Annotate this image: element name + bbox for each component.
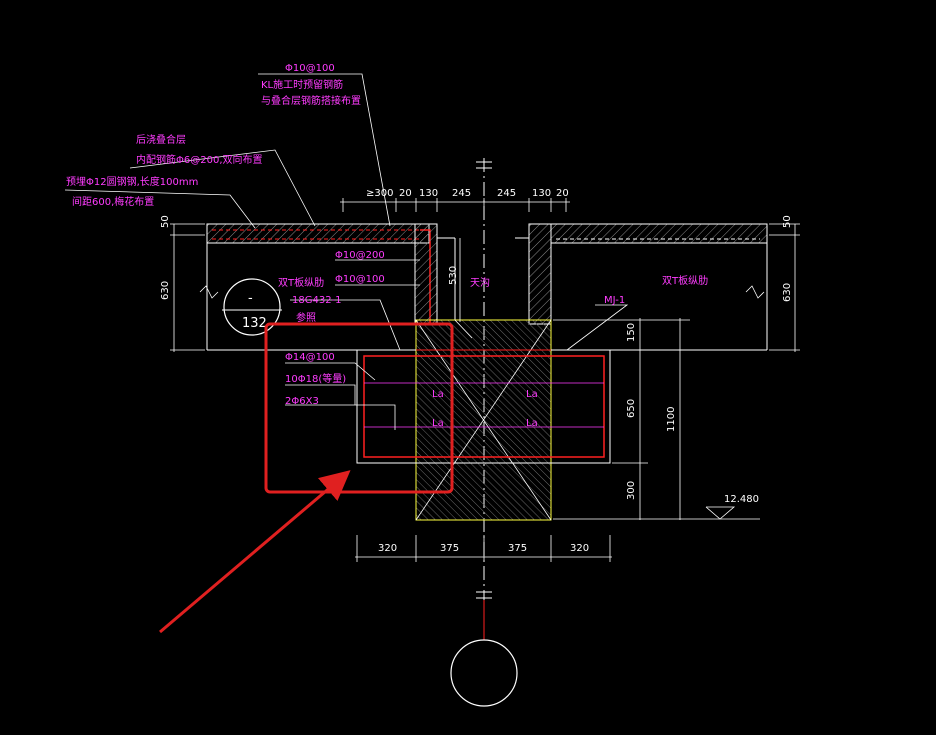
beam-rebar-3: 2Φ6X3 xyxy=(285,396,319,407)
detail-bottom: 132 xyxy=(242,316,267,331)
note-top-2: KL施工时预留钢筋 xyxy=(261,78,343,91)
la-label-4: La xyxy=(526,418,538,429)
column xyxy=(415,319,552,521)
gutter-walls xyxy=(414,223,552,325)
rebar-note-2: Φ10@100 xyxy=(335,274,385,285)
dimension-top xyxy=(340,198,570,212)
highlight-overlay xyxy=(159,322,454,634)
leader-lines xyxy=(64,73,629,430)
la-label-2: La xyxy=(526,389,538,400)
rebar-note-1: Φ10@200 xyxy=(335,250,385,261)
right-slab xyxy=(550,223,768,351)
dimension-column-right xyxy=(553,318,760,520)
dim-300: 300 xyxy=(626,481,637,500)
dim-top-6: 20 xyxy=(556,188,569,199)
dim-top-5: 130 xyxy=(532,188,551,199)
detail-bubble: - 132 xyxy=(222,278,282,336)
dim-left-630: 630 xyxy=(160,281,171,300)
note-top-1: Φ10@100 xyxy=(285,63,335,74)
dimension-left xyxy=(170,223,219,352)
dim-1100: 1100 xyxy=(666,407,677,432)
note-layer-1: 后浇叠合层 xyxy=(136,133,186,146)
mj-label: MJ-1 xyxy=(604,295,625,306)
axis-bubble xyxy=(450,639,518,707)
dim-top-1: 20 xyxy=(399,188,412,199)
annotations: Φ10@100 KL施工时预留钢筋 与叠合层钢筋搭接布置 后浇叠合层 内配钢筋Φ… xyxy=(66,63,708,429)
la-label-3: La xyxy=(432,418,444,429)
dim-top-0: ≥300 xyxy=(366,188,393,199)
std-ref2-label: 参照 xyxy=(296,311,316,324)
dim-530: 530 xyxy=(448,266,459,285)
note-bolt-1: 预埋Φ12圆钢钢,长度100mm xyxy=(66,175,198,188)
dim-bottom-1: 375 xyxy=(440,543,459,554)
dimension-right xyxy=(745,223,800,352)
dim-bottom-2: 375 xyxy=(508,543,527,554)
beam-rebar-1: Φ14@100 xyxy=(285,352,335,363)
note-top-3: 与叠合层钢筋搭接布置 xyxy=(261,94,361,107)
beam xyxy=(356,349,611,464)
dim-top-3: 245 xyxy=(452,188,471,199)
std-ref-label: 18G432-1 xyxy=(292,295,342,306)
dim-650: 650 xyxy=(626,399,637,418)
dim-right-50: 50 xyxy=(782,215,793,228)
beam-rebar-2: 10Φ18(等量) xyxy=(285,372,346,385)
elevation-label: 12.480 xyxy=(724,494,759,505)
dim-right-630: 630 xyxy=(782,283,793,302)
detail-top: - xyxy=(248,291,253,306)
note-bolt-2: 间距600,梅花布置 xyxy=(72,195,154,208)
dim-150: 150 xyxy=(626,323,637,342)
gutter-label: 天沟 xyxy=(470,276,490,289)
dim-left-50: 50 xyxy=(160,215,171,228)
la-label-1: La xyxy=(432,389,444,400)
dim-top-2: 130 xyxy=(419,188,438,199)
dim-bottom-0: 320 xyxy=(378,543,397,554)
dimension-bottom xyxy=(355,535,612,562)
note-layer-2: 内配钢筋Φ6@200,双向布置 xyxy=(136,153,263,166)
slab-right-label: 双T板纵肋 xyxy=(662,274,708,287)
dim-top-4: 245 xyxy=(497,188,516,199)
dim-bottom-3: 320 xyxy=(570,543,589,554)
dimension-top-labels: ≥300 20 130 245 245 130 20 xyxy=(366,188,569,199)
slab-left-label: 双T板纵肋 xyxy=(278,276,324,289)
